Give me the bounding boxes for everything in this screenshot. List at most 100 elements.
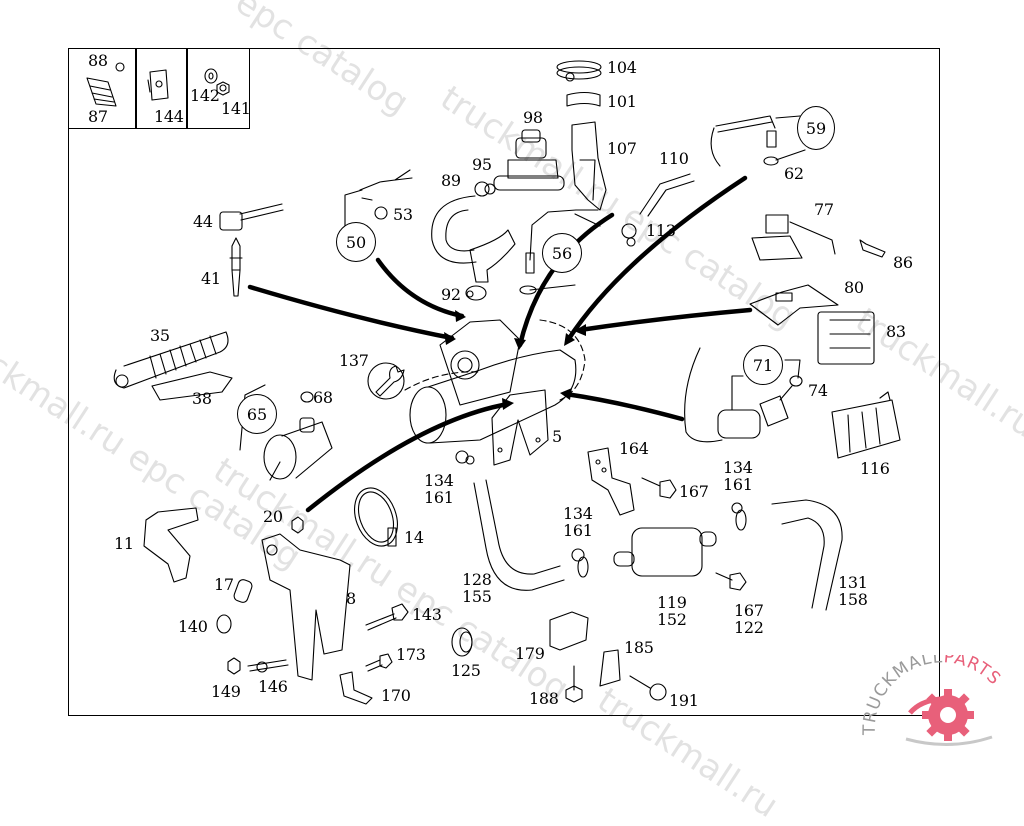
part-38-heat-shield	[151, 371, 233, 401]
part-5-mount-bracket	[491, 389, 549, 466]
part-label[interactable]: 149	[211, 682, 241, 701]
part-17-damper	[233, 579, 253, 603]
part-label[interactable]: 107	[607, 139, 637, 158]
part-label[interactable]: 17	[214, 575, 234, 594]
part-125-flange	[451, 627, 473, 657]
part-label[interactable]: 119 152	[657, 593, 687, 629]
part-label[interactable]: 167	[679, 482, 709, 501]
part-label[interactable]: 53	[393, 205, 413, 224]
part-label[interactable]: 134 161	[723, 458, 753, 494]
part-label[interactable]: 137	[339, 351, 369, 370]
part-label[interactable]: 134 161	[563, 504, 593, 540]
part-188-screw	[565, 665, 583, 703]
part-label[interactable]: 87	[88, 107, 108, 126]
part-50-sensor	[359, 169, 413, 201]
part-128-hose	[473, 479, 565, 591]
part-label[interactable]: 131 158	[838, 573, 868, 609]
part-label[interactable]: 134 161	[424, 471, 454, 507]
part-143-bolt	[365, 603, 409, 631]
part-label[interactable]: 143	[412, 605, 442, 624]
group-label-71: 71	[743, 345, 783, 385]
part-label[interactable]: 179	[515, 644, 545, 663]
part-label[interactable]: 170	[381, 686, 411, 705]
part-label[interactable]: 116	[860, 459, 890, 478]
part-label[interactable]: 125	[451, 661, 481, 680]
part-label[interactable]: 77	[814, 200, 834, 219]
part-label[interactable]: 146	[258, 677, 288, 696]
leader-line	[731, 359, 801, 411]
part-label[interactable]: 92	[441, 285, 461, 304]
part-8-support-bracket	[261, 533, 351, 681]
part-label[interactable]: 173	[396, 645, 426, 664]
part-label[interactable]: 83	[886, 322, 906, 341]
part-label[interactable]: 89	[441, 171, 461, 190]
part-110-pipe	[639, 173, 695, 217]
part-label[interactable]: 141	[221, 99, 251, 118]
part-label[interactable]: 185	[624, 638, 654, 657]
part-107-bracket	[571, 121, 607, 211]
part-label[interactable]: 104	[607, 58, 637, 77]
group-label-56: 56	[542, 233, 582, 273]
part-68-ring	[300, 391, 314, 403]
part-41-glow-plug	[229, 237, 243, 297]
part-77-switch	[751, 214, 836, 261]
part-164-bracket	[587, 447, 635, 516]
part-label[interactable]: 14	[404, 528, 424, 547]
arrow-heads	[444, 310, 586, 410]
part-label[interactable]: 11	[114, 534, 134, 553]
part-label[interactable]: 88	[88, 51, 108, 70]
part-92-clamp	[465, 285, 487, 301]
part-173-bolt	[365, 653, 393, 672]
part-label[interactable]: 41	[201, 269, 221, 288]
part-144-clip	[147, 69, 169, 101]
leader-line	[775, 115, 806, 161]
part-label[interactable]: 38	[192, 389, 212, 408]
part-label[interactable]: 140	[178, 617, 208, 636]
part-label[interactable]: 20	[263, 507, 283, 526]
part-label[interactable]: 164	[619, 439, 649, 458]
group-label-65: 65	[237, 394, 277, 434]
leader-line	[239, 384, 281, 481]
part-146-stud	[247, 659, 289, 673]
part-167-screw	[715, 572, 747, 591]
part-label[interactable]: 191	[669, 691, 699, 710]
part-label[interactable]: 101	[607, 92, 637, 111]
part-label[interactable]: 74	[808, 381, 828, 400]
part-185-clip	[599, 649, 621, 687]
part-44-spark-plug-cap	[219, 203, 284, 231]
part-116-shield	[831, 391, 901, 459]
part-149-nut	[227, 657, 241, 675]
part-label[interactable]: 110	[659, 149, 689, 168]
part-label[interactable]: 44	[193, 212, 213, 231]
part-label[interactable]: 95	[472, 155, 492, 174]
part-80-bracket	[749, 284, 839, 326]
part-140-plug	[216, 614, 232, 634]
part-label[interactable]: 8	[346, 589, 356, 608]
part-label[interactable]: 68	[313, 388, 333, 407]
part-label[interactable]: 144	[154, 107, 184, 126]
group-label-50: 50	[336, 222, 376, 262]
part-label[interactable]: 113	[646, 221, 676, 240]
part-label[interactable]: 167 122	[734, 601, 764, 637]
part-191-screw	[629, 675, 667, 701]
part-label[interactable]: 98	[523, 108, 543, 127]
part-167-screw	[641, 477, 677, 499]
heater-unit-assembly	[404, 319, 586, 444]
part-label[interactable]: 128 155	[462, 570, 492, 606]
part-label[interactable]: 80	[844, 278, 864, 297]
part-142-141-nut-washer	[204, 68, 230, 96]
part-14-band-clamp	[354, 487, 398, 547]
part-59-sensor	[710, 115, 779, 167]
part-label[interactable]: 5	[552, 427, 562, 446]
diagram-frame	[68, 48, 940, 716]
part-label[interactable]: 62	[784, 164, 804, 183]
part-label[interactable]: 142	[190, 86, 220, 105]
part-119-muffler	[613, 527, 717, 577]
part-134-clamp	[731, 502, 747, 531]
part-89-hose	[431, 195, 516, 283]
part-label[interactable]: 86	[893, 253, 913, 272]
part-label[interactable]: 35	[150, 326, 170, 345]
part-83-connector	[817, 311, 875, 365]
part-label[interactable]: 188	[529, 689, 559, 708]
